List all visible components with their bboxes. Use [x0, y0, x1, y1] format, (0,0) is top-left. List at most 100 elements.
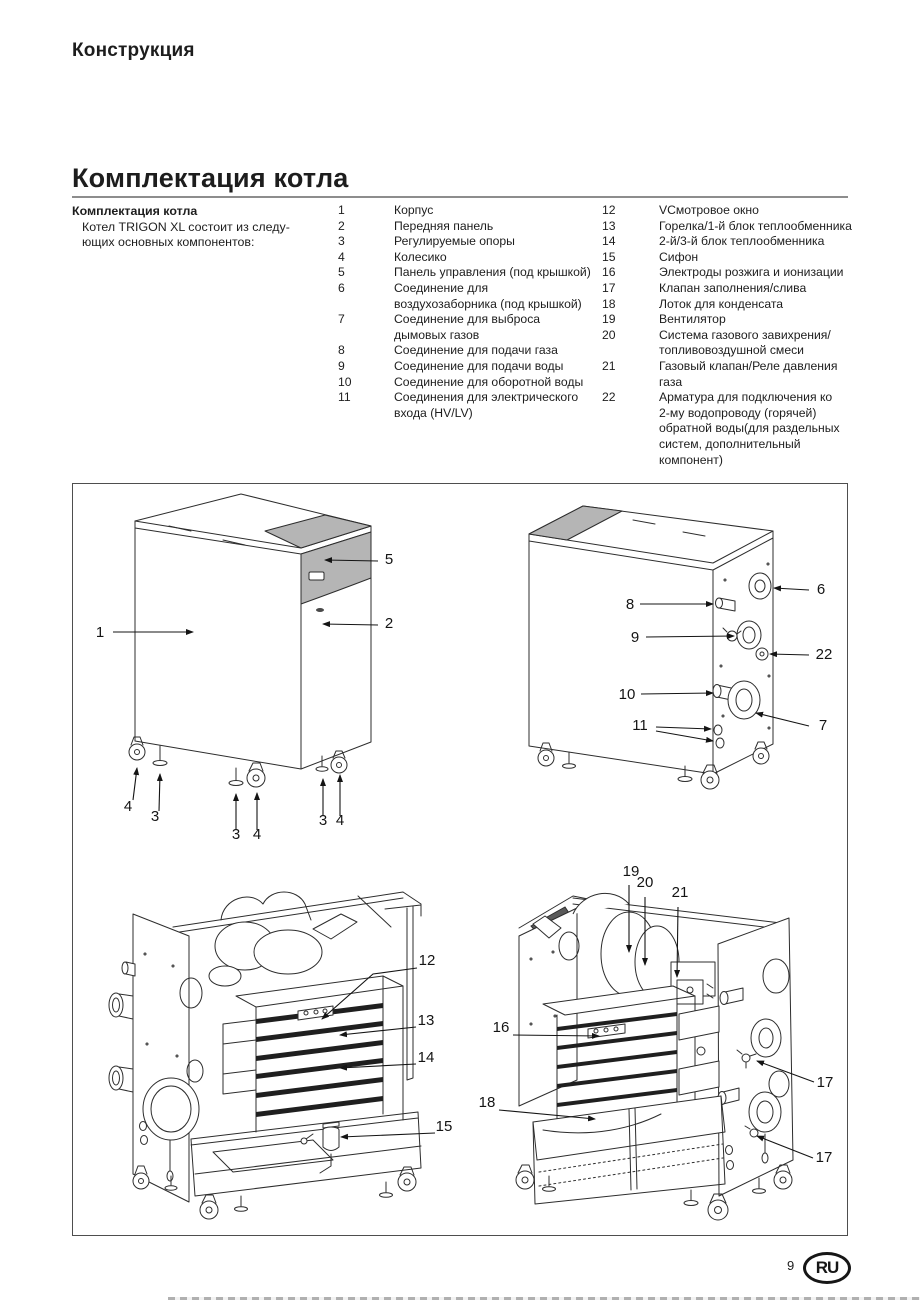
callout-label: 20: [637, 874, 654, 891]
siphon: [300, 1121, 340, 1174]
adjustable-foot: [164, 1175, 178, 1191]
caster-wheel: [199, 1194, 219, 1220]
callout-arrow: [132, 767, 140, 801]
part-number: 6: [338, 280, 345, 295]
caster-wheel: [397, 1166, 417, 1192]
part-label: Сифон: [659, 249, 699, 264]
adjustable-foot: [562, 751, 576, 769]
burner-door-ring: [142, 1077, 200, 1182]
fill-drain-valve: [736, 1049, 757, 1069]
water-flange: [748, 1091, 782, 1164]
adjustable-foot: [752, 1177, 766, 1194]
callout-label: 22: [816, 646, 833, 663]
base-frame: [190, 1111, 422, 1197]
part-number: 19: [602, 312, 616, 327]
part-number: 15: [602, 249, 616, 264]
heat-exchanger-stack: [222, 975, 404, 1133]
callout-arrow: [755, 711, 810, 727]
callout-arrow: [756, 1060, 815, 1083]
callout-label: 2: [385, 615, 393, 632]
adjustable-foot: [379, 1181, 393, 1198]
part-number: 20: [602, 327, 616, 342]
drawing-boiler-front: 1 5 2 4 3 3 4 3 4: [96, 493, 393, 843]
ru-language-badge: RU: [803, 1252, 851, 1284]
part-number: 10: [338, 374, 352, 389]
adjustable-foot: [683, 1189, 699, 1206]
callout-arrow: [339, 1026, 417, 1038]
caster-wheel: [537, 742, 555, 767]
callout-label: 12: [419, 952, 436, 969]
caster-wheel: [700, 764, 720, 790]
callout-label: 16: [493, 1019, 510, 1036]
caster-wheel: [132, 1165, 150, 1190]
list-item: 18 Лоток для конденсата: [602, 297, 858, 313]
list-item: 14 2-й/3-й блок теплообменника: [602, 234, 858, 250]
intro-heading: Комплектация котла: [72, 204, 198, 218]
callout-label: 7: [819, 717, 827, 734]
callout-label: 3: [319, 812, 327, 829]
air-intake-flange: [748, 572, 772, 600]
callout-label: 3: [232, 826, 240, 843]
part-number: 7: [338, 312, 345, 327]
water-flange: [750, 1018, 782, 1058]
caster-wheel: [773, 1164, 793, 1190]
list-item: 4 Колесико: [338, 250, 596, 266]
part-label: 2-й/3-й блок теплообменника: [659, 234, 825, 249]
caster-wheel: [515, 1164, 535, 1190]
callout-label: 21: [672, 884, 689, 901]
electric-inlets: [713, 724, 725, 749]
part-label: Соединение для выброса дымовых газов: [394, 312, 541, 342]
flue-gas-flange: [727, 680, 761, 720]
callout-label: 17: [816, 1149, 833, 1166]
part-number: 18: [602, 296, 616, 311]
callout-label: 1: [96, 624, 104, 641]
caster-wheel: [707, 1193, 729, 1221]
adjustable-foot: [542, 1175, 556, 1192]
title-rule: [72, 196, 848, 198]
callout-arrow: [655, 725, 712, 732]
fill-drain-valve: [744, 1125, 759, 1138]
part-label: Лоток для конденсата: [659, 296, 784, 311]
callout-arrow: [674, 906, 681, 978]
water-flange: [108, 1065, 134, 1093]
part-number: 4: [338, 249, 345, 264]
callout-arrow: [156, 773, 163, 812]
part-number: 2: [338, 218, 345, 233]
condensate-tray: [532, 1095, 726, 1205]
callout-arrow: [324, 557, 379, 564]
part-label: Горелка/1-й блок теплообменника: [659, 218, 852, 233]
part-number: 16: [602, 265, 616, 280]
intro-paragraph: Котел TRIGON XL состоит из следу- ющих о…: [82, 219, 290, 250]
part-label: Клапан заполнения/слива: [659, 280, 807, 295]
heat-exchanger-stack: [542, 985, 720, 1125]
diagram-frame: 1 5 2 4 3 3 4 3 4: [72, 483, 848, 1236]
list-item: 16 Электроды розжига и ионизации: [602, 265, 858, 281]
fan-duct-assembly: [208, 891, 358, 987]
part-number: 9: [338, 358, 345, 373]
adjustable-foot: [228, 767, 244, 786]
adjustable-foot: [677, 765, 693, 782]
part-number: 12: [602, 203, 616, 217]
part-number: 11: [338, 390, 351, 405]
callout-arrow: [512, 1032, 600, 1039]
intro-block: Комплектация котла Котел TRIGON XL состо…: [72, 204, 330, 251]
list-item: 15 Сифон: [602, 250, 858, 266]
page-title: Комплектация котла: [72, 163, 349, 193]
caster-wheel: [330, 750, 348, 774]
part-number: 14: [602, 234, 616, 249]
part-label: Электроды розжига и ионизации: [659, 265, 844, 280]
callout-label: 3: [151, 808, 159, 825]
callout-arrow: [769, 651, 810, 658]
part-number: 3: [338, 234, 345, 249]
part-label: Колесико: [394, 249, 447, 264]
callout-arrow: [498, 1109, 596, 1122]
